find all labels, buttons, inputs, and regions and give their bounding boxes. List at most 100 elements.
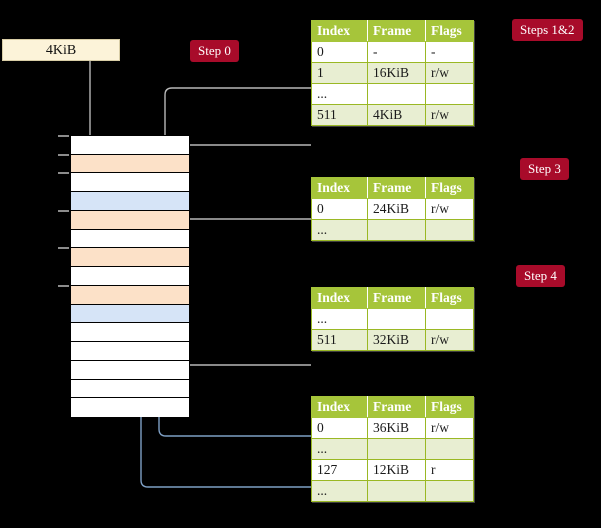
source-address-box: 4KiB xyxy=(2,39,120,61)
cell-flags: r/w xyxy=(425,329,474,351)
cell-frame xyxy=(367,308,426,330)
cell-index: ... xyxy=(311,219,368,241)
cell-index: ... xyxy=(311,308,368,330)
source-address-label: 4KiB xyxy=(45,43,77,58)
cell-flags: r/w xyxy=(425,198,474,220)
step-badge-label: Step 0 xyxy=(198,43,231,58)
cell-frame xyxy=(367,480,426,502)
cell-frame: 32KiB xyxy=(367,329,426,351)
cell-frame: 36KiB xyxy=(367,417,426,439)
cell-index: 1 xyxy=(311,62,368,84)
table-row[interactable]: ... xyxy=(311,219,474,241)
cell-flags xyxy=(425,219,474,241)
cell-flags: r/w xyxy=(425,62,474,84)
column-header-index: Index xyxy=(311,396,368,418)
column-header-flags: Flags xyxy=(425,177,474,199)
cell-index: ... xyxy=(311,438,368,460)
step-badge-label: Step 4 xyxy=(524,268,557,283)
column-header-index: Index xyxy=(311,177,368,199)
memory-frame-row[interactable] xyxy=(71,192,189,211)
table-row[interactable]: 0-- xyxy=(311,41,474,63)
cell-flags xyxy=(425,83,474,105)
table-row[interactable]: ... xyxy=(311,438,474,460)
cell-flags: - xyxy=(425,41,474,63)
memory-frame-row[interactable] xyxy=(71,248,189,268)
step-badge-label: Steps 1&2 xyxy=(520,22,575,37)
cell-flags xyxy=(425,480,474,502)
memory-frame-row[interactable] xyxy=(71,379,189,399)
table-row[interactable]: ... xyxy=(311,480,474,502)
table-row[interactable]: ... xyxy=(311,308,474,330)
cell-frame xyxy=(367,83,426,105)
memory-frame-row[interactable] xyxy=(71,342,189,361)
cell-frame: 16KiB xyxy=(367,62,426,84)
memory-frame-row[interactable] xyxy=(71,398,189,417)
step-badge-label: Step 3 xyxy=(528,161,561,176)
memory-frame-row[interactable] xyxy=(71,267,189,286)
cell-flags: r/w xyxy=(425,417,474,439)
cell-index: ... xyxy=(311,83,368,105)
cell-flags xyxy=(425,308,474,330)
cell-frame: 24KiB xyxy=(367,198,426,220)
cell-frame: 12KiB xyxy=(367,459,426,481)
memory-frame-tick xyxy=(58,153,69,156)
cell-index: 0 xyxy=(311,198,368,220)
memory-frame-tick xyxy=(58,247,69,250)
memory-frame-row[interactable] xyxy=(71,304,189,324)
column-header-flags: Flags xyxy=(425,20,474,42)
memory-frame-tick xyxy=(58,284,69,287)
cell-index: 127 xyxy=(311,459,368,481)
table-row[interactable]: ... xyxy=(311,83,474,105)
cell-flags: r xyxy=(425,459,474,481)
memory-frame-row[interactable] xyxy=(71,173,189,193)
step-badge-steps-1-2: Steps 1&2 xyxy=(512,19,583,41)
cell-index: ... xyxy=(311,480,368,502)
column-header-index: Index xyxy=(311,287,368,309)
memory-frame-tick xyxy=(58,172,69,175)
physical-memory-column xyxy=(70,135,190,417)
cell-index: 0 xyxy=(311,41,368,63)
cell-index: 0 xyxy=(311,417,368,439)
memory-frame-row[interactable] xyxy=(71,154,189,174)
cell-frame xyxy=(367,219,426,241)
column-header-frame: Frame xyxy=(367,396,426,418)
step-badge-step-3: Step 3 xyxy=(520,158,569,180)
memory-frame-tick xyxy=(58,135,69,137)
memory-frame-row[interactable] xyxy=(71,210,189,230)
cell-index: 511 xyxy=(311,104,368,126)
memory-frame-row[interactable] xyxy=(71,229,189,249)
step-badge-step-0: Step 0 xyxy=(190,40,239,62)
memory-frame-row[interactable] xyxy=(71,136,189,155)
cell-index: 511 xyxy=(311,329,368,351)
column-header-frame: Frame xyxy=(367,20,426,42)
cell-flags: r/w xyxy=(425,104,474,126)
column-header-index: Index xyxy=(311,20,368,42)
column-header-frame: Frame xyxy=(367,287,426,309)
memory-frame-tick xyxy=(58,209,69,212)
cell-frame xyxy=(367,438,426,460)
memory-frame-row[interactable] xyxy=(71,285,189,305)
column-header-flags: Flags xyxy=(425,287,474,309)
memory-frame-row[interactable] xyxy=(71,323,189,343)
cell-frame: 4KiB xyxy=(367,104,426,126)
step-badge-step-4: Step 4 xyxy=(516,265,565,287)
memory-frame-row[interactable] xyxy=(71,360,189,380)
column-header-frame: Frame xyxy=(367,177,426,199)
column-header-flags: Flags xyxy=(425,396,474,418)
cell-flags xyxy=(425,438,474,460)
